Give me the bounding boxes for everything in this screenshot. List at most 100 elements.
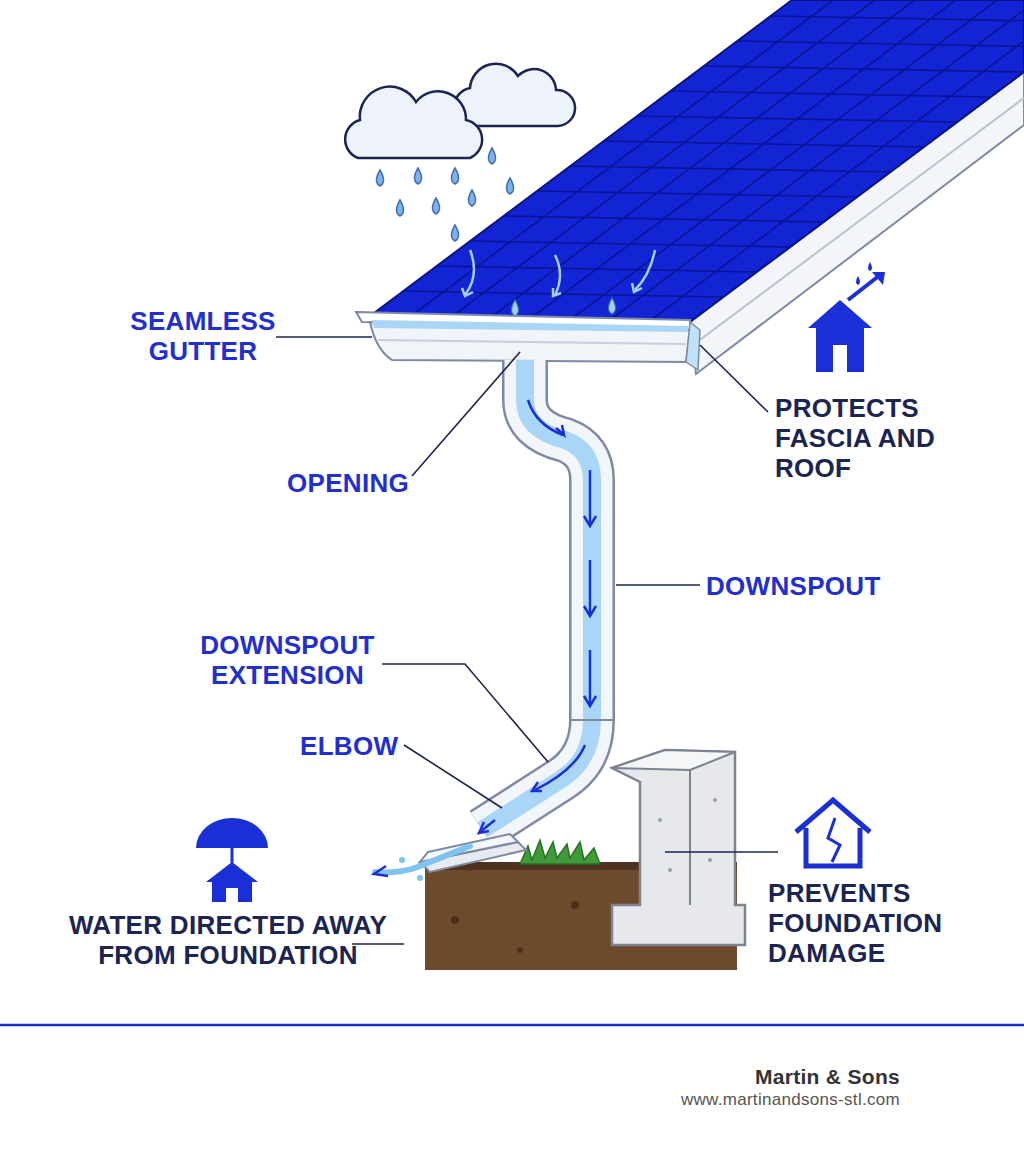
cracked-house-icon-part [828,818,840,862]
cracked-house-icon [796,800,870,866]
seamless-gutter-part [378,340,686,344]
splash-block [374,834,526,881]
flow-arrows-part [584,516,596,526]
umbrella-house-icon-part [206,862,258,902]
flow-arrows-part [480,820,495,832]
leader-lines-part [700,345,768,412]
seamless-gutter-part [372,320,688,332]
umbrella-house-icon-part [231,820,234,866]
roof-tiles-part [450,0,884,318]
foundation-wall-part [713,798,717,802]
roof-water-arrows-part [635,250,655,290]
downspout-part [482,360,592,830]
foundation-wall-part [689,770,691,905]
raindrops-part [452,225,459,241]
house-roof-icon [808,262,885,372]
leader-lines-part [404,745,502,808]
foundation-wall-part [612,750,745,945]
part-label: OPENING [287,468,437,498]
ground-part [517,947,523,953]
roof-water-arrows-part [465,250,474,295]
downspout-part [482,360,592,830]
gutter-drops [512,298,616,316]
roof-tiles [403,0,1024,321]
part-label: SEAMLESS GUTTER [118,306,288,366]
roof-tiles-part [610,0,1024,320]
gutter-drops-part [512,300,519,316]
umbrella-house-icon [196,818,268,902]
footer-rule [0,1024,1024,1027]
rain-cloud-part [454,64,575,126]
downspout-part [482,360,592,830]
roof-water-arrows [462,250,655,296]
ground-part [451,916,459,924]
roof-tiles-part [530,0,964,319]
splash-block-part [375,846,470,873]
company-url: www.martinandsons-stl.com [480,1090,900,1110]
flow-arrows-part [589,560,592,615]
roof-water-arrows-part [462,288,473,296]
foundation-wall-part [658,818,662,822]
raindrops-part [469,190,476,206]
benefit-note: WATER DIRECTED AWAY FROM FOUNDATION [52,910,404,970]
splash-block-part [374,866,388,876]
flow-arrows-part [589,470,592,525]
foundation-wall-part [668,868,672,872]
part-label: DOWNSPOUT EXTENSION [190,630,385,690]
roof-water-arrows-part [555,255,560,295]
gutter-drops-part [609,298,616,314]
seamless-gutter-part [686,322,700,370]
house-roof-icon-part [808,300,872,372]
flow-arrows-part [584,696,596,706]
downspout-part [569,719,615,721]
part-label: DOWNSPOUT [706,571,926,601]
raindrops-part [489,148,496,164]
roof-tiles-part [490,0,924,318]
splash-block-part [399,857,405,863]
benefit-note: PREVENTS FOUNDATION DAMAGE [768,878,960,968]
leader-lines-part [276,336,372,338]
house-roof-icon-part [872,272,885,285]
roof-water-arrows-part [553,288,561,296]
flow-arrows-part [556,425,564,435]
flow-arrows-part [589,650,592,705]
raindrops-part [415,168,422,184]
house-roof-icon-part [856,276,860,285]
roof-tiles-part [650,0,1024,321]
roof-tiles-part [410,0,844,317]
downspout [482,360,615,830]
leader-lines-part [412,352,520,476]
foundation-wall-part [612,750,735,770]
leader-lines-part [665,851,778,853]
flow-arrows [479,400,596,833]
raindrops-part [377,170,384,186]
splash-block-part [417,875,423,881]
flow-arrows-part [535,745,585,790]
rain-cloud [345,64,575,158]
flow-arrows-part [479,822,489,833]
ground-part [571,901,579,909]
flow-arrows-part [584,606,596,616]
flow-arrows-part [532,782,542,791]
part-label: ELBOW [300,731,420,761]
roof-water-arrows-part [632,283,642,292]
leader-lines-part [616,584,700,586]
raindrops-part [433,198,440,214]
umbrella-house-icon-part [226,888,238,902]
rain-cloud-part [345,87,482,158]
benefit-note: PROTECTS FASCIA AND ROOF [775,393,957,483]
foundation-wall [612,750,745,945]
ground-part [520,840,600,864]
raindrops-part [397,200,404,216]
house-roof-icon-part [868,262,872,271]
leader-lines-part [352,943,404,945]
house-roof-icon-part [848,275,880,300]
company-name: Martin & Sons [560,1064,900,1089]
raindrops-part [507,178,514,194]
foundation-wall-part [708,858,712,862]
raindrops-part [452,168,459,184]
roof-tiles-part [570,0,1004,320]
flow-arrows-part [528,400,563,435]
